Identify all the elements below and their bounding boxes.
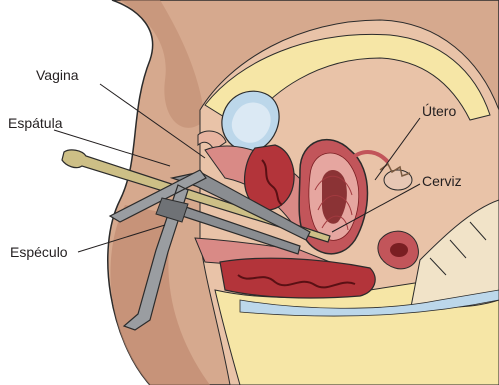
bowel-lumen — [390, 243, 408, 257]
label-utero: Útero — [422, 103, 456, 119]
label-espatula: Espátula — [8, 115, 63, 131]
label-cerviz: Cerviz — [422, 173, 462, 189]
label-especulo: Espéculo — [10, 244, 68, 260]
label-vagina: Vagina — [36, 67, 79, 83]
ovary — [384, 170, 412, 190]
